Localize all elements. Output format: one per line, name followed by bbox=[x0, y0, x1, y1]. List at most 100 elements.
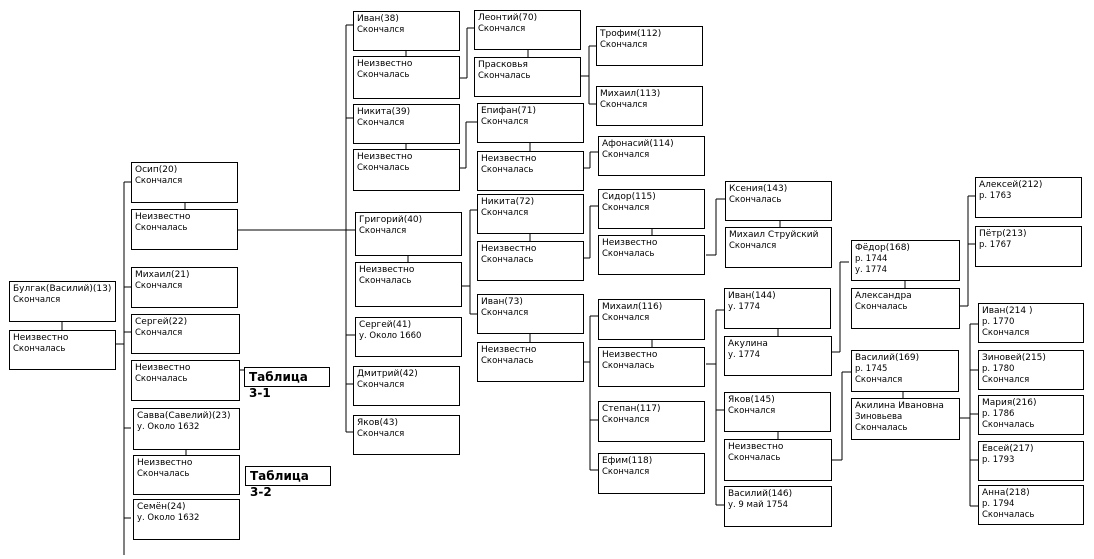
person-detail: Скончалась bbox=[135, 223, 188, 233]
person-detail: р. 1794 bbox=[982, 499, 1015, 509]
person-name: Неизвестно bbox=[481, 244, 537, 254]
person-detail: у. 1774 bbox=[728, 302, 761, 312]
person-box-p22: Сергей(22)Скончался bbox=[131, 314, 240, 354]
person-detail: Скончался bbox=[481, 117, 529, 127]
person-detail-2: у. 1774 bbox=[855, 265, 888, 275]
person-detail: Скончался bbox=[135, 281, 183, 291]
person-detail: Скончался bbox=[602, 467, 650, 477]
table-ref-3-1[interactable]: Таблица 3-1 bbox=[244, 367, 330, 400]
person-detail: Скончался bbox=[729, 241, 777, 251]
person-detail: р. 1763 bbox=[979, 191, 1012, 201]
person-name: Неизвестно bbox=[357, 59, 413, 69]
person-name: Неизвестно bbox=[135, 212, 191, 222]
person-box-p116: Михаил(116)Скончался bbox=[598, 299, 705, 340]
person-detail: Скончался bbox=[602, 313, 650, 323]
person-box-p24: Семён(24)у. Около 1632 bbox=[133, 499, 240, 540]
person-detail: Скончался bbox=[602, 203, 650, 213]
person-name: Никита(72) bbox=[481, 197, 535, 207]
person-detail-2: Скончался bbox=[855, 375, 903, 385]
person-name: Трофим(112) bbox=[600, 29, 662, 39]
person-detail: у. 9 май 1754 bbox=[728, 500, 789, 510]
person-box-p39: Никита(39)Скончался bbox=[353, 104, 460, 144]
person-detail: Скончалась bbox=[359, 276, 412, 286]
person-name: Дмитрий(42) bbox=[357, 369, 418, 379]
person-box-p72: Никита(72)Скончался bbox=[477, 194, 584, 234]
person-box-p118: Ефим(118)Скончался bbox=[598, 453, 705, 494]
person-box-p13: Булгак(Василий)(13)Скончался bbox=[9, 281, 116, 322]
person-name: Ефим(118) bbox=[602, 456, 653, 466]
person-name: Неизвестно bbox=[602, 350, 658, 360]
person-detail: Скончался bbox=[728, 406, 776, 416]
table-ref-3-2[interactable]: Таблица 3-2 bbox=[245, 466, 331, 499]
person-box-p70: Леонтий(70)Скончался bbox=[474, 10, 581, 50]
person-detail: Скончался bbox=[13, 295, 61, 305]
person-detail: р. 1793 bbox=[982, 455, 1015, 465]
person-box-p38: Иван(38)Скончался bbox=[353, 11, 460, 51]
person-name: Яков(145) bbox=[728, 395, 775, 405]
person-name: Неизвестно bbox=[135, 363, 191, 373]
person-detail: Скончался bbox=[135, 176, 183, 186]
person-name: Епифан(71) bbox=[481, 106, 536, 116]
person-box-p212: Алексей(212)р. 1763 bbox=[975, 177, 1082, 218]
person-detail: Скончался bbox=[602, 150, 650, 160]
person-detail: Скончался bbox=[357, 429, 405, 439]
person-name: Акулина bbox=[728, 339, 768, 349]
person-detail: Скончалась bbox=[137, 469, 190, 479]
person-detail: р. 1744 bbox=[855, 254, 888, 264]
person-name: Неизвестно bbox=[13, 333, 69, 343]
person-name: Алексей(212) bbox=[979, 180, 1043, 190]
person-box-p71: Епифан(71)Скончался bbox=[477, 103, 584, 143]
person-detail: Скончался bbox=[481, 208, 529, 218]
person-box-p41: Сергей(41)у. Около 1660 bbox=[355, 317, 462, 357]
person-detail: у. 1774 bbox=[728, 350, 761, 360]
person-name: Акилина Ивановна bbox=[855, 401, 944, 411]
person-name: Никита(39) bbox=[357, 107, 411, 117]
person-detail: Скончалась bbox=[13, 344, 66, 354]
person-detail: Зиновьева bbox=[855, 412, 903, 422]
person-detail-2: Скончалась bbox=[982, 420, 1035, 430]
person-name: Сергей(22) bbox=[135, 317, 188, 327]
person-detail-2: Скончалась bbox=[855, 423, 908, 433]
person-detail: Скончался bbox=[481, 308, 529, 318]
person-name: Анна(218) bbox=[982, 488, 1030, 498]
person-detail: Скончался bbox=[135, 328, 183, 338]
person-name: Зиновей(215) bbox=[982, 353, 1046, 363]
person-detail: Скончалась bbox=[728, 453, 781, 463]
person-name: Мария(216) bbox=[982, 398, 1037, 408]
person-box-p213: Пётр(213)р. 1767 bbox=[975, 226, 1082, 267]
person-box-p43: Яков(43)Скончался bbox=[353, 415, 460, 455]
person-detail: Скончалась bbox=[357, 70, 410, 80]
person-detail: Скончалась bbox=[357, 163, 410, 173]
person-detail: Скончалась bbox=[481, 165, 534, 175]
person-name: Василий(146) bbox=[728, 489, 793, 499]
person-detail: Скончался bbox=[357, 118, 405, 128]
person-name: Ксения(143) bbox=[729, 184, 788, 194]
person-name: Александра bbox=[855, 291, 912, 301]
person-name: Прасковья bbox=[478, 60, 528, 70]
person-box-p114: Афонасий(114)Скончался bbox=[598, 136, 705, 176]
person-name: Иван(73) bbox=[481, 297, 523, 307]
person-name: Неизвестно bbox=[359, 265, 415, 275]
person-name: Пётр(213) bbox=[979, 229, 1027, 239]
person-detail: р. 1786 bbox=[982, 409, 1015, 419]
person-name: Фёдор(168) bbox=[855, 243, 910, 253]
